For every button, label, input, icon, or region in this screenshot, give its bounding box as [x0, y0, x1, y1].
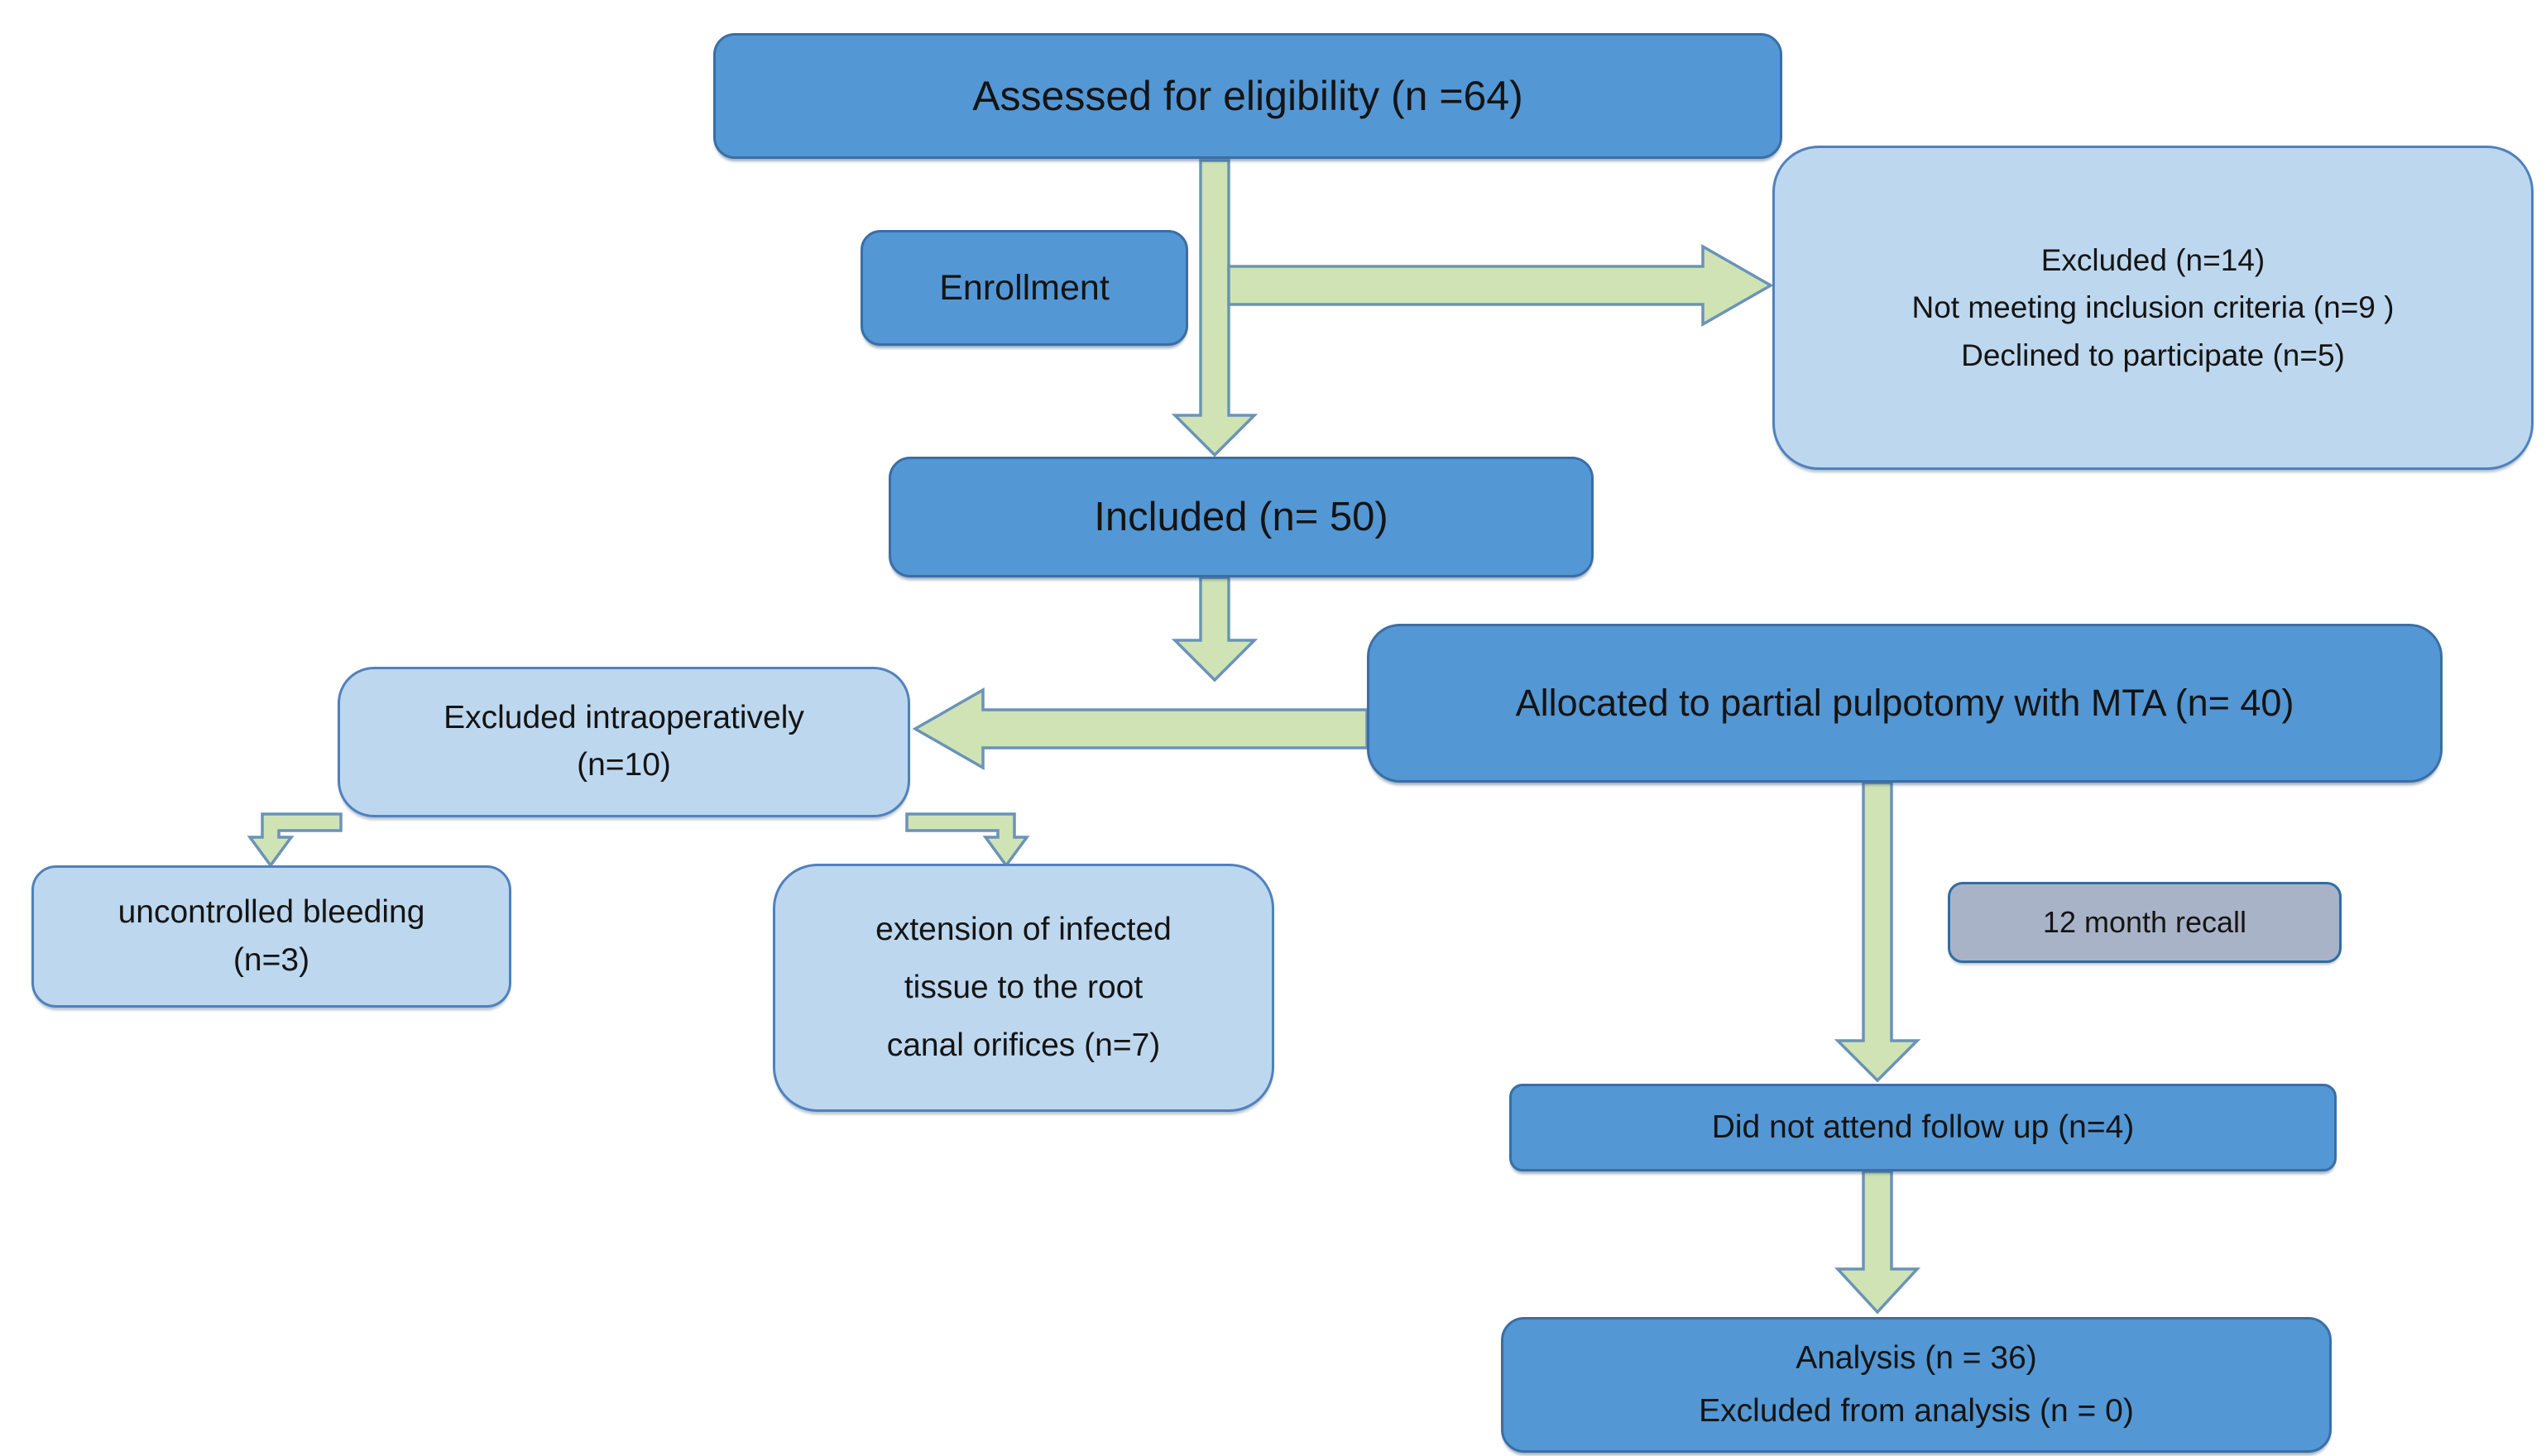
arrow-included-to-allocated — [1171, 576, 1259, 682]
node-enrollment-stage-label: Enrollment — [861, 230, 1188, 346]
node-extension-infected-line: canal orifices (n=7) — [886, 1027, 1161, 1064]
node-allocated-partial-pulpotomy: Allocated to partial pulpotomy with MTA … — [1367, 624, 2443, 783]
node-uncontrolled-bleeding: uncontrolled bleeding (n=3) — [31, 865, 511, 1008]
node-12-month-recall: 12 month recall — [1948, 882, 2342, 963]
arrow-assessed-to-included — [1171, 159, 1259, 457]
node-analysis-line: Analysis (n = 36) — [1796, 1339, 2037, 1376]
node-uncontrolled-bleeding-line: uncontrolled bleeding — [117, 893, 425, 930]
node-enrollment-label: Enrollment — [939, 267, 1110, 308]
node-did-not-attend-follow-up: Did not attend follow up (n=4) — [1509, 1084, 2337, 1171]
node-excluded: Excluded (n=14) Not meeting inclusion cr… — [1772, 146, 2534, 470]
node-excluded-intraoperatively-line: (n=10) — [577, 747, 671, 783]
node-excluded-line: Not meeting inclusion criteria (n=9 ) — [1911, 290, 2395, 325]
arrow-assessed-to-excluded — [1227, 243, 1774, 328]
node-included-label: Included (n= 50) — [1094, 495, 1388, 539]
node-included: Included (n= 50) — [889, 457, 1594, 577]
node-excluded-line: Excluded (n=14) — [2040, 242, 2266, 277]
node-analysis-line: Excluded from analysis (n = 0) — [1699, 1393, 2134, 1429]
node-extension-infected-tissue: extension of infected tissue to the root… — [773, 864, 1274, 1112]
arrow-did-not-attend-to-analysis — [1834, 1170, 1920, 1315]
node-excluded-intraoperatively: Excluded intraoperatively (n=10) — [338, 667, 910, 817]
arrow-allocated-to-excluded-intraoperatively — [912, 687, 1369, 771]
node-excluded-line: Declined to participate (n=5) — [1961, 338, 2345, 372]
node-excluded-intraoperatively-line: Excluded intraoperatively — [444, 700, 804, 736]
node-did-not-attend-label: Did not attend follow up (n=4) — [1711, 1109, 2135, 1145]
node-recall-label: 12 month recall — [2042, 905, 2247, 939]
node-assessed-label: Assessed for eligibility (n =64) — [972, 73, 1523, 119]
arrow-allocated-to-did-not-attend — [1834, 781, 1921, 1083]
node-assessed-for-eligibility: Assessed for eligibility (n =64) — [713, 33, 1782, 159]
node-uncontrolled-bleeding-line: (n=3) — [233, 942, 310, 978]
node-extension-infected-line: extension of infected — [875, 911, 1172, 947]
node-analysis: Analysis (n = 36) Excluded from analysis… — [1501, 1317, 2332, 1453]
arrow-excluded-intraoperatively-to-extension-infected — [905, 812, 1030, 868]
node-allocated-label: Allocated to partial pulpotomy with MTA … — [1515, 682, 2294, 724]
node-extension-infected-line: tissue to the root — [904, 969, 1144, 1005]
arrow-excluded-intraoperatively-to-uncontrolled-bleeding — [247, 812, 343, 868]
